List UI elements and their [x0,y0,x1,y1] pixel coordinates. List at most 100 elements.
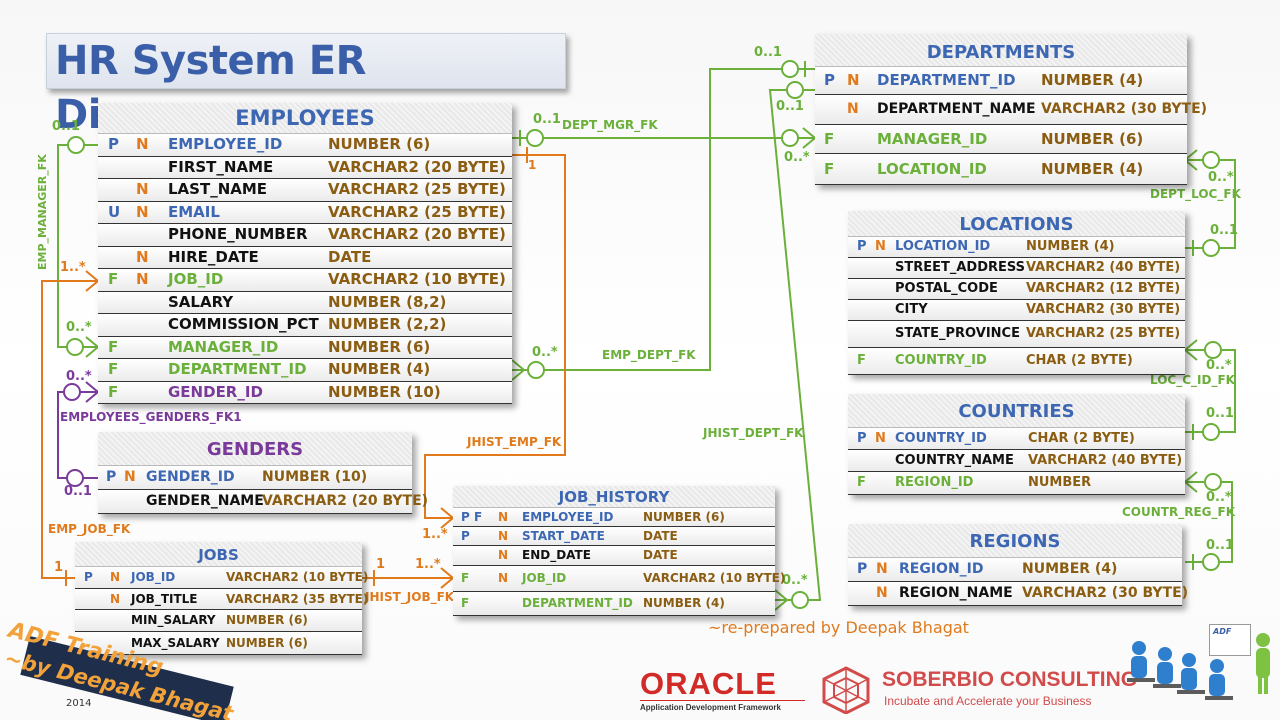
adf-board-text: ADF [1213,627,1232,636]
key-flag: P [461,529,470,543]
cardinality-label: 0..* [782,573,808,588]
loc-c-id-fk-label: LOC_C_ID_FK [1150,373,1235,387]
cardinality-label: 1..* [422,527,448,542]
table-row: F COUNTRY_ID CHAR (2 BYTE) [848,348,1185,375]
employees-table: EMPLOYEES P N EMPLOYEE_ID NUMBER (6) FIR… [98,103,512,404]
column-name: JOB_ID [131,570,176,584]
cardinality-label: 1..* [60,260,86,275]
departments-table-title: DEPARTMENTS [815,34,1187,67]
column-type: NUMBER (4) [643,596,725,610]
soberbio-cube-icon [822,666,870,714]
column-name: MANAGER_ID [168,337,279,356]
cardinality-label: 0..1 [1210,223,1238,238]
column-type: NUMBER (6) [328,337,431,356]
null-flag: N [498,548,509,562]
key-flag: F [108,360,119,378]
table-row: P N START_DATE DATE [453,527,775,546]
column-type: CHAR (2 BYTE) [1026,353,1133,368]
column-name: COUNTRY_NAME [895,453,1014,468]
column-name: DEPARTMENT_ID [877,71,1016,89]
table-row: U N EMAIL VARCHAR2 (25 BYTE) [98,201,512,224]
column-type: NUMBER (6) [1041,130,1144,148]
table-row: F GENDER_ID NUMBER (10) [98,381,512,404]
table-row: P N COUNTRY_ID CHAR (2 BYTE) [848,428,1185,450]
table-row: P N DEPARTMENT_ID NUMBER (4) [815,67,1187,95]
column-type: VARCHAR2 (20 BYTE) [262,493,429,509]
key-flag: F [108,382,119,401]
locations-table: LOCATIONS P N LOCATION_ID NUMBER (4) STR… [848,211,1185,375]
column-type: VARCHAR2 (35 BYTE) [226,592,369,606]
jhist-job-fk-label: JHIST_JOB_FK [365,590,455,604]
genders-table: GENDERS P N GENDER_ID NUMBER (10) GENDER… [98,432,428,514]
column-name: LOCATION_ID [895,239,991,254]
null-flag: N [136,247,149,266]
table-row: P N LOCATION_ID NUMBER (4) [848,237,1185,258]
countries-table-title: COUNTRIES [848,394,1185,428]
column-type: VARCHAR2 (10 BYTE) [643,571,786,585]
jobs-table: JOBS P N JOB_ID VARCHAR2 (10 BYTE) N JOB… [75,542,368,655]
countries-table: COUNTRIES P N COUNTRY_ID CHAR (2 BYTE) C… [848,394,1185,495]
job-history-table-title: JOB_HISTORY [453,486,775,508]
column-name: DEPARTMENT_ID [168,360,307,378]
column-name: JOB_TITLE [131,592,198,606]
null-flag: N [136,202,149,221]
people-icon [1127,633,1270,700]
table-row: F MANAGER_ID NUMBER (6) [815,125,1187,154]
table-row: SALARY NUMBER (8,2) [98,291,512,314]
emp-dept-fk-label: EMP_DEPT_FK [602,348,696,362]
key-flag: F [108,270,119,288]
column-name: REGION_ID [899,561,984,577]
column-name: COMMISSION_PCT [168,315,319,333]
column-type: DATE [328,247,372,266]
key-flag: P [84,570,93,584]
key-flag: P [857,239,867,254]
column-name: DEPARTMENT_NAME [877,101,1036,117]
table-row: PHONE_NUMBER VARCHAR2 (20 BYTE) [98,224,512,247]
column-name: REGION_NAME [899,585,1013,601]
column-name: JOB_ID [168,270,224,288]
column-type: DATE [643,529,678,543]
column-type: VARCHAR2 (10 BYTE) [328,270,506,288]
cardinality-label: 0..* [1208,170,1234,185]
column-name: START_DATE [522,529,605,543]
key-flag: P [857,431,867,446]
column-name: GENDER_ID [146,469,235,485]
column-type: NUMBER (6) [226,636,308,650]
regions-table-title: REGIONS [848,524,1182,558]
dept-loc-fk-label: DEPT_LOC_FK [1150,187,1241,201]
column-type: NUMBER (2,2) [328,315,447,333]
column-name: EMPLOYEE_ID [168,135,283,153]
table-row: N END_DATE DATE [453,546,775,566]
column-type: NUMBER (6) [226,613,308,627]
column-name: EMPLOYEE_ID [522,510,614,524]
column-type: DATE [643,548,678,562]
null-flag: N [136,270,149,288]
cardinality-label: 0..* [66,369,92,384]
table-row: P N EMPLOYEE_ID NUMBER (6) [98,134,512,157]
table-row: STATE_PROVINCE VARCHAR2 (25 BYTE) [848,321,1185,348]
column-name: JOB_ID [522,571,567,585]
column-name: STATE_PROVINCE [895,326,1020,341]
null-flag: N [876,585,888,601]
cardinality-label: 1 [376,557,386,572]
column-name: POSTAL_CODE [895,281,998,296]
genders-table-title: GENDERS [98,432,412,466]
column-name: END_DATE [522,548,591,562]
column-type: NUMBER (10) [328,382,441,401]
table-row: FIRST_NAME VARCHAR2 (20 BYTE) [98,156,512,179]
cardinality-label: 0..1 [1206,406,1234,421]
watermark: ADF Training ~by Deepak Bhagat 2014 [0,608,240,720]
column-type: VARCHAR2 (25 BYTE) [1026,326,1181,341]
key-flag: P [106,469,117,485]
column-type: VARCHAR2 (20 BYTE) [328,157,506,176]
table-row: F DEPARTMENT_ID NUMBER (4) [453,592,775,616]
null-flag: N [498,529,509,543]
cardinality-label: 0..1 [64,484,92,499]
presentation-board: ADF [1209,624,1251,656]
table-row: N LAST_NAME VARCHAR2 (25 BYTE) [98,179,512,202]
column-type: VARCHAR2 (12 BYTE) [1026,281,1181,296]
key-flag: F [108,337,119,356]
key-flag: F [824,160,835,178]
jobs-table-title: JOBS [75,542,362,567]
null-flag: N [847,101,859,117]
